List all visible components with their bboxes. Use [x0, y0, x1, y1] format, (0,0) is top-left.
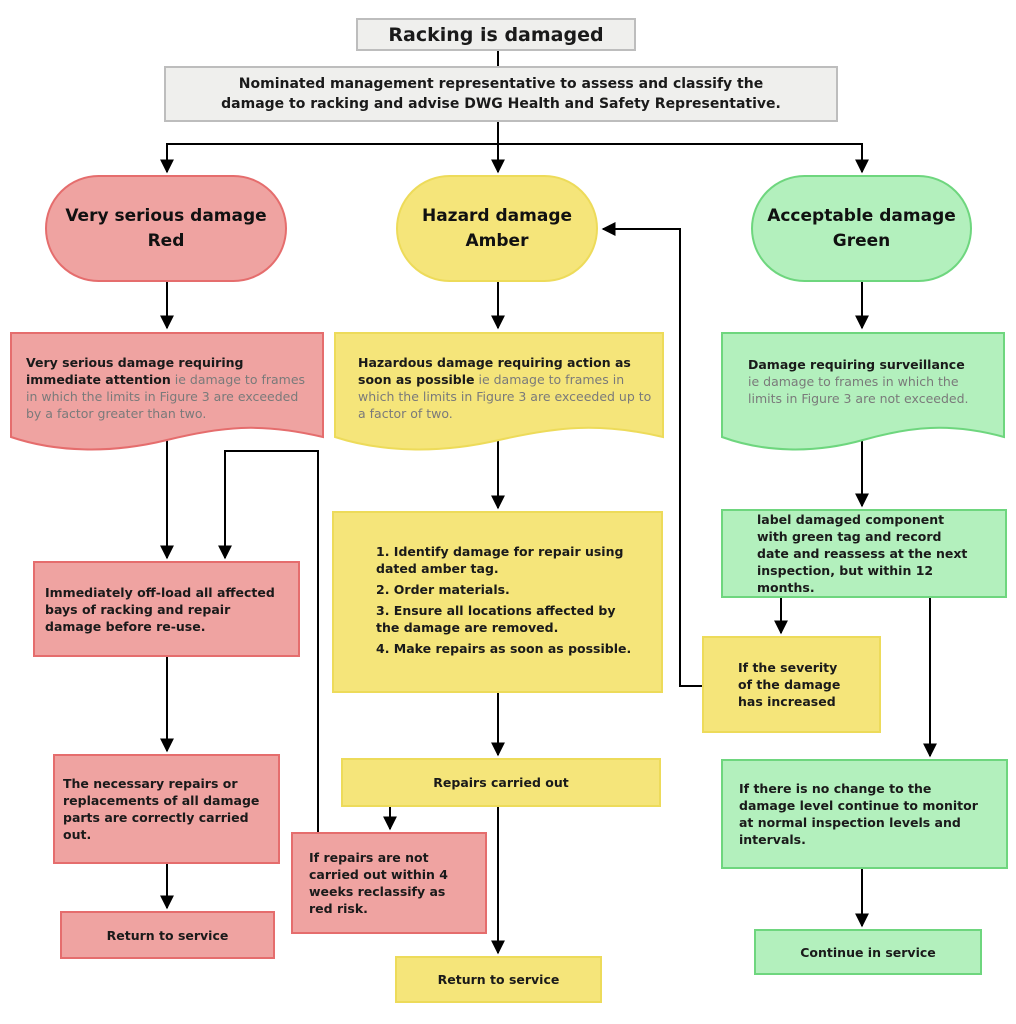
- assess-node: Nominated management representative to a…: [164, 66, 838, 122]
- red-doc-text: Very serious damage requiring immediate …: [26, 354, 316, 422]
- severity-text: If the severity of the damage has increa…: [738, 660, 841, 709]
- red-pill: Very serious damage Red: [45, 175, 287, 282]
- green-doc-shape: [721, 332, 1005, 451]
- green-pill-line1: Acceptable damage: [767, 205, 956, 226]
- green-doc-bold: Damage requiring surveillance: [748, 357, 965, 372]
- amber-pill-line2: Amber: [465, 230, 529, 251]
- green-nochange-text: If there is no change to the damage leve…: [739, 781, 978, 847]
- green-continue-box: Continue in service: [754, 929, 982, 975]
- severity-box: If the severity of the damage has increa…: [702, 636, 881, 733]
- green-doc-text: Damage requiring surveillance ie damage t…: [748, 356, 988, 407]
- amber-doc-light: ie damage to frames in which the limits …: [358, 372, 652, 421]
- green-label-text: label damaged component with green tag a…: [757, 512, 968, 595]
- start-title: Racking is damaged: [388, 23, 604, 46]
- red-repairs-box: The necessary repairs or replacements of…: [53, 754, 280, 864]
- amber-doc-bold: Hazardous damage requiring action as soo…: [358, 355, 631, 387]
- green-pill-line2: Green: [832, 230, 891, 251]
- red-pill-line2: Red: [147, 230, 185, 251]
- amber-steps-list: 1. Identify damage for repair using date…: [376, 543, 641, 661]
- amber-step-4: 4. Make repairs as soon as possible.: [376, 641, 632, 656]
- red-doc-light: ie damage to frames in which the limits …: [26, 372, 306, 421]
- amber-return-box: Return to service: [395, 956, 602, 1003]
- amber-steps-box: 1. Identify damage for repair using date…: [332, 511, 663, 693]
- green-nochange-box: If there is no change to the damage leve…: [721, 759, 1008, 869]
- green-pill: Acceptable damage Green: [751, 175, 972, 282]
- amber-doc-shape: [334, 332, 664, 451]
- reclassify-box: If repairs are not carried out within 4 …: [291, 832, 487, 934]
- amber-step-2: 2. Order materials.: [376, 582, 510, 597]
- red-doc-shape: [10, 332, 324, 451]
- amber-step-1: 1. Identify damage for repair using date…: [376, 544, 624, 576]
- amber-carried-text: Repairs carried out: [433, 775, 569, 790]
- reclassify-text: If repairs are not carried out within 4 …: [309, 850, 448, 916]
- green-continue-text: Continue in service: [800, 944, 936, 960]
- split-line: [166, 143, 869, 174]
- amber-pill-line1: Hazard damage: [421, 205, 573, 226]
- start-node: Racking is damaged: [356, 18, 636, 51]
- amber-return-text: Return to service: [437, 972, 560, 987]
- green-doc-light: ie damage to frames in which the limits …: [748, 374, 969, 406]
- red-repairs-text: The necessary repairs or replacements of…: [63, 776, 260, 842]
- red-pill-line1: Very serious damage: [65, 205, 267, 226]
- green-label-box: label damaged component with green tag a…: [721, 509, 1007, 598]
- red-return-text: Return to service: [106, 927, 229, 943]
- amber-carried-box: Repairs carried out: [341, 758, 661, 807]
- assess-text: Nominated management representative to a…: [221, 76, 781, 112]
- red-return-box: Return to service: [60, 911, 275, 959]
- red-offload-box: Immediately off-load all affected bays o…: [33, 561, 300, 657]
- red-offload-text: Immediately off-load all affected bays o…: [45, 584, 275, 634]
- amber-step-3: 3. Ensure all locations affected by the …: [376, 603, 616, 635]
- amber-doc-text: Hazardous damage requiring action as soo…: [358, 354, 654, 422]
- red-doc-bold: Very serious damage requiring immediate …: [26, 355, 244, 387]
- amber-pill: Hazard damage Amber: [396, 175, 598, 282]
